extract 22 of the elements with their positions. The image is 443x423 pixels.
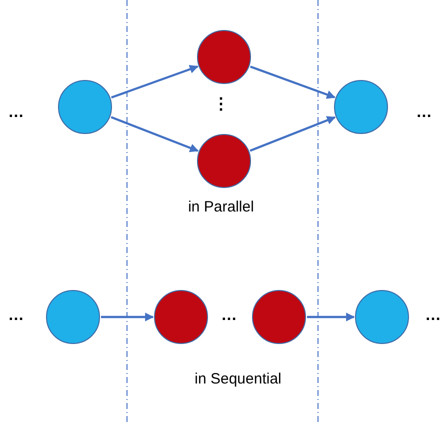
arrow [101,312,154,322]
circle-node [58,80,112,134]
circle-node [197,30,251,84]
arrow [250,116,336,152]
ellipsis: … [8,308,24,324]
arrow [307,312,355,322]
circle-node [197,134,251,188]
ellipsis: … [221,308,237,324]
ellipsis: … [425,308,441,324]
circle-node [252,290,306,344]
circle-node [46,290,100,344]
caption-text: in Parallel [188,200,254,214]
caption-text: in Sequential [194,372,282,386]
ellipsis: ⋮ [213,97,229,113]
ellipsis: … [8,105,24,121]
circle-node [355,290,409,344]
circle-node [334,80,388,134]
arrow [110,116,199,152]
ellipsis: … [416,105,432,121]
arrow [250,66,336,99]
arrow [110,65,198,99]
circle-node [154,290,208,344]
